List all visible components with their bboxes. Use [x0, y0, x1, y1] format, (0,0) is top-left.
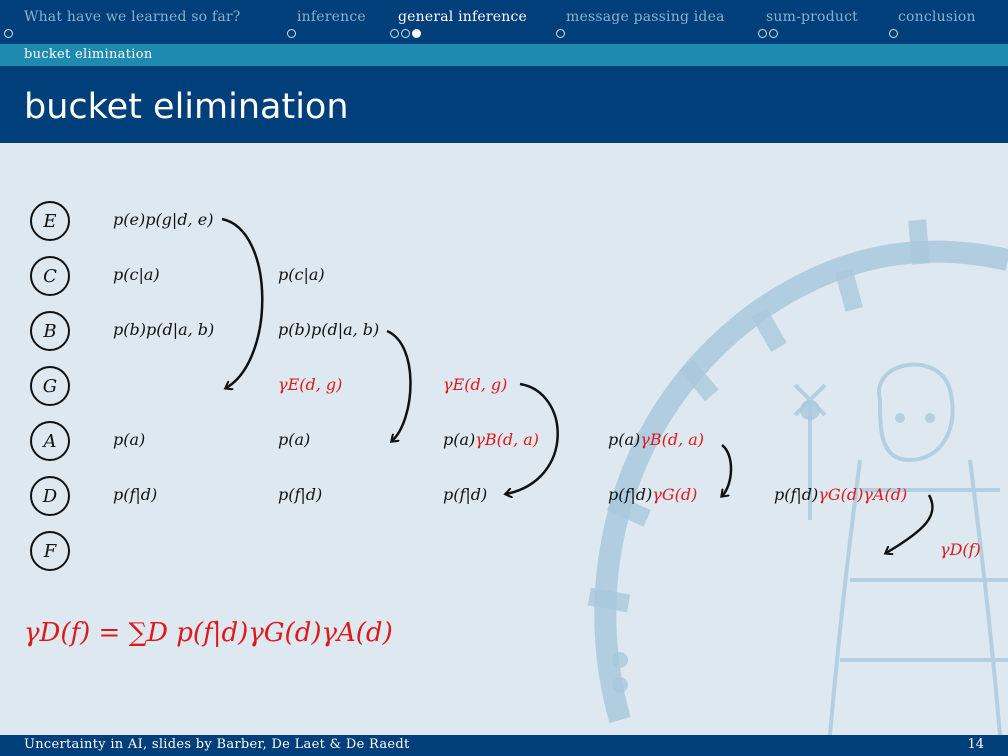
- arrow-b-to-a: [386, 329, 412, 441]
- nav-item-what-have-we-learned[interactable]: What have we learned so far?: [24, 9, 241, 25]
- bucket-d-col1: p(f|d): [113, 485, 158, 504]
- node-label: D: [42, 485, 58, 507]
- bucket-a-col1: p(a): [113, 430, 146, 449]
- bucket-c-col2: p(c|a): [278, 265, 325, 284]
- subsection-bar: bucket elimination: [0, 44, 1008, 66]
- node-f: F: [30, 531, 70, 571]
- bucket-b-col1: p(b)p(d|a, b): [113, 320, 215, 339]
- nav-item-conclusion[interactable]: conclusion: [898, 9, 976, 25]
- progress-dots-section-5: [758, 29, 778, 39]
- node-label: A: [43, 430, 57, 452]
- node-g: G: [30, 366, 70, 406]
- bucket-d-col2: p(f|d): [278, 485, 323, 504]
- message-gamma-g: γG(d): [652, 485, 698, 504]
- node-label: F: [43, 540, 57, 562]
- message-gamma-b: γB(d, a): [475, 430, 540, 449]
- seal-watermark: [587, 219, 1008, 735]
- page-number: 14: [967, 737, 984, 752]
- node-label: G: [42, 375, 58, 397]
- arrow-e-to-g: [221, 217, 264, 388]
- bucket-d-col3: p(f|d): [443, 485, 488, 504]
- slide-dot[interactable]: [401, 29, 410, 38]
- slide-dot[interactable]: [769, 29, 778, 38]
- slide-dot[interactable]: [287, 29, 296, 38]
- message-gamma-e-col3: γE(d, g): [443, 375, 508, 394]
- subsection-label: bucket elimination: [24, 47, 153, 62]
- bucket-a-col4: p(a)γB(d, a): [608, 430, 704, 449]
- nav-item-general-inference[interactable]: general inference: [398, 9, 527, 25]
- node-d: D: [30, 476, 70, 516]
- progress-dots-section-2: [287, 29, 296, 39]
- node-label: E: [43, 210, 57, 232]
- slide-dot-current[interactable]: [412, 29, 421, 38]
- nav-item-sum-product[interactable]: sum-product: [766, 9, 858, 25]
- message-gamma-b: γB(d, a): [640, 430, 705, 449]
- bucket-a-col2: p(a): [278, 430, 311, 449]
- node-b: B: [30, 311, 70, 351]
- factor: p(f|d): [774, 485, 819, 504]
- bucket-d-col4: p(f|d)γG(d): [608, 485, 697, 504]
- message-gamma-d: γD(f): [940, 540, 981, 559]
- slide-dot[interactable]: [889, 29, 898, 38]
- slide-title: bucket elimination: [24, 87, 349, 127]
- message-gamma-g-gamma-a: γG(d)γA(d): [818, 485, 908, 504]
- node-a: A: [30, 421, 70, 461]
- node-label: B: [43, 320, 57, 342]
- progress-dots-section-3: [390, 29, 421, 39]
- bucket-a-col3: p(a)γB(d, a): [443, 430, 539, 449]
- bucket-b-col2: p(b)p(d|a, b): [278, 320, 380, 339]
- bucket-c-col1: p(c|a): [113, 265, 160, 284]
- progress-dots-section-4: [556, 29, 565, 39]
- sum-formula: γD(f) = ∑D p(f|d)γG(d)γA(d): [24, 618, 393, 648]
- factor: p(f|d): [608, 485, 653, 504]
- slide-dot[interactable]: [758, 29, 767, 38]
- factor: p(a): [443, 430, 476, 449]
- footer-credit: Uncertainty in AI, slides by Barber, De …: [24, 737, 410, 752]
- section-nav-bar: What have we learned so far? inference g…: [0, 0, 1008, 44]
- progress-dots-section-6: [889, 29, 898, 39]
- slide-dot[interactable]: [556, 29, 565, 38]
- nav-item-message-passing-idea[interactable]: message passing idea: [566, 9, 725, 25]
- node-label: C: [43, 265, 57, 287]
- bucket-e-col1: p(e)p(g|d, e): [113, 210, 214, 229]
- slide-dot[interactable]: [390, 29, 399, 38]
- node-e: E: [30, 201, 70, 241]
- slide-dot[interactable]: [4, 29, 13, 38]
- message-gamma-e-col2: γE(d, g): [278, 375, 343, 394]
- footer-bar: Uncertainty in AI, slides by Barber, De …: [0, 735, 1008, 756]
- bucket-d-col5: p(f|d)γG(d)γA(d): [774, 485, 907, 504]
- factor: p(a): [608, 430, 641, 449]
- nav-item-inference[interactable]: inference: [297, 9, 366, 25]
- progress-dots-section-1: [4, 29, 13, 39]
- title-bar: bucket elimination: [0, 66, 1008, 143]
- node-c: C: [30, 256, 70, 296]
